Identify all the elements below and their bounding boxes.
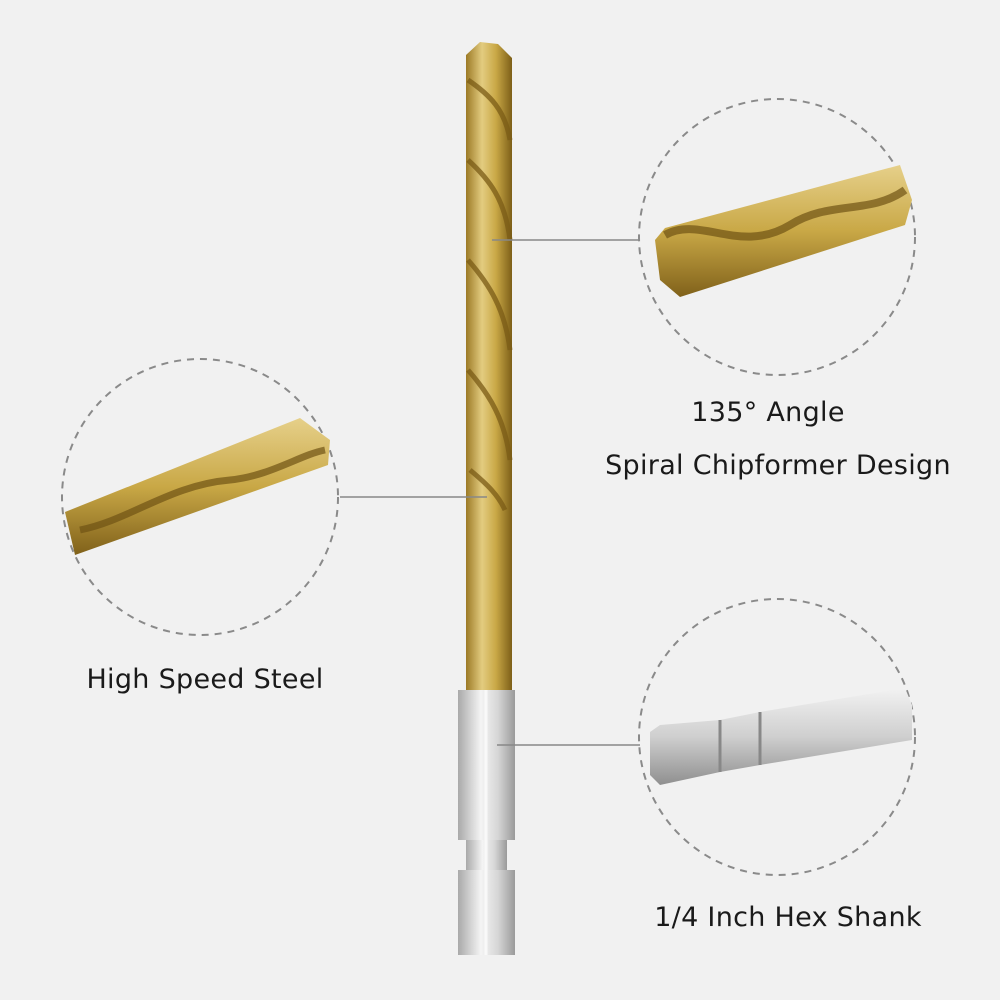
drill-flute-body [466,42,512,690]
detail-tip-image [655,165,912,297]
zoom-circle-tip [638,98,916,376]
detail-body-image [65,418,330,555]
detail-shank-image [650,688,912,785]
body-material-label: High Speed Steel [86,664,324,695]
shank-label: 1/4 Inch Hex Shank [654,902,922,933]
drill-bit [458,42,515,955]
zoom-circle-shank [638,598,916,876]
tip-design-label: Spiral Chipformer Design [605,450,951,481]
tip-angle-label: 135° Angle [691,397,845,428]
zoom-circle-body [61,358,339,636]
